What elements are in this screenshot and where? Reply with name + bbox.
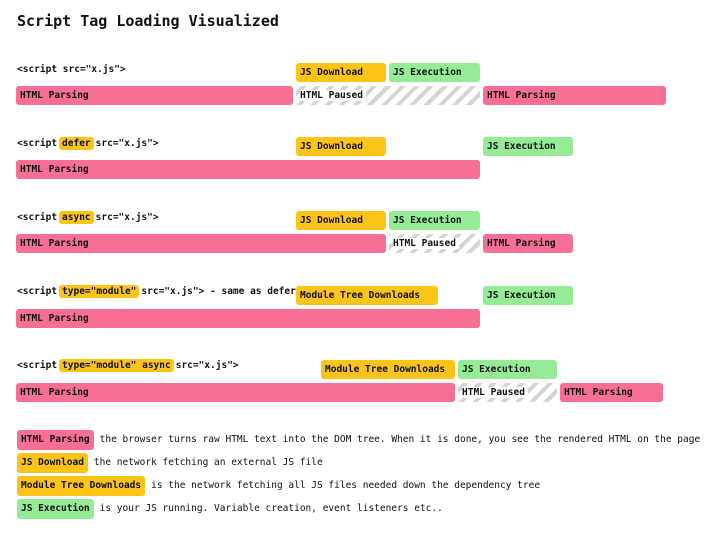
legend-js-execution: JS Execution is your JS running. Variable…	[17, 499, 443, 519]
code-text: <script	[17, 212, 58, 223]
code-text: src="x.js"> - same as defer	[141, 286, 296, 297]
module-async-html-paused-bar: HTML Paused	[458, 383, 557, 402]
code-text: src="x.js">	[95, 138, 159, 149]
async-js-download-bar: JS Download	[296, 211, 386, 230]
defer-js-download-bar: JS Download	[296, 137, 386, 156]
code-highlight: type="module" async	[59, 359, 174, 372]
legend-desc: the browser turns raw HTML text into the…	[99, 434, 701, 445]
legend-chip-html-parsing: HTML Parsing	[17, 430, 94, 450]
legend-desc: is your JS running. Variable creation, e…	[99, 503, 443, 514]
async-html-parsing-bar-1: HTML Parsing	[16, 234, 386, 253]
code-text: <script	[17, 286, 58, 297]
async-html-parsing-bar-2: HTML Parsing	[483, 234, 573, 253]
async-html-paused-bar: HTML Paused	[389, 234, 480, 253]
code-regular-script: <script src="x.js">	[17, 63, 126, 77]
defer-js-execution-bar: JS Execution	[483, 137, 573, 156]
module-html-parsing-bar: HTML Parsing	[16, 309, 480, 328]
code-text: <script	[17, 138, 58, 149]
regular-html-parsing-bar-1: HTML Parsing	[16, 86, 293, 105]
code-highlight: async	[59, 211, 94, 224]
code-highlight: type="module"	[59, 285, 140, 298]
paused-label: HTML Paused	[393, 238, 459, 249]
legend-chip-module-tree-downloads: Module Tree Downloads	[17, 476, 146, 496]
code-text: src="x.js">	[175, 360, 239, 371]
legend-chip-js-download: JS Download	[17, 453, 88, 473]
legend-module-tree-downloads: Module Tree Downloads is the network fetc…	[17, 476, 540, 496]
module-async-html-parsing-bar-1: HTML Parsing	[16, 383, 455, 402]
regular-js-execution-bar: JS Execution	[389, 63, 480, 82]
module-async-html-parsing-bar-2: HTML Parsing	[560, 383, 663, 402]
page-title: Script Tag Loading Visualized	[17, 12, 279, 30]
legend-chip-js-execution: JS Execution	[17, 499, 94, 519]
module-tree-downloads-bar: Module Tree Downloads	[296, 286, 438, 305]
code-highlight: defer	[59, 137, 94, 150]
legend-js-download: JS Download the network fetching an exter…	[17, 453, 323, 473]
paused-label: HTML Paused	[300, 90, 366, 101]
paused-label: HTML Paused	[462, 387, 528, 398]
regular-html-parsing-bar-2: HTML Parsing	[483, 86, 666, 105]
module-async-tree-downloads-bar: Module Tree Downloads	[321, 360, 455, 379]
module-async-js-execution-bar: JS Execution	[458, 360, 557, 379]
code-text: <script src="x.js">	[17, 64, 126, 75]
legend-desc: the network fetching an external JS file	[93, 457, 323, 468]
defer-html-parsing-bar: HTML Parsing	[16, 160, 480, 179]
legend-html-parsing: HTML Parsing the browser turns raw HTML t…	[17, 430, 700, 450]
regular-js-download-bar: JS Download	[296, 63, 386, 82]
legend-desc: is the network fetching all JS files nee…	[151, 480, 541, 491]
code-text: src="x.js">	[95, 212, 159, 223]
regular-html-paused-bar: HTML Paused	[296, 86, 480, 105]
code-text: <script	[17, 360, 58, 371]
async-js-execution-bar: JS Execution	[389, 211, 480, 230]
module-js-execution-bar: JS Execution	[483, 286, 573, 305]
